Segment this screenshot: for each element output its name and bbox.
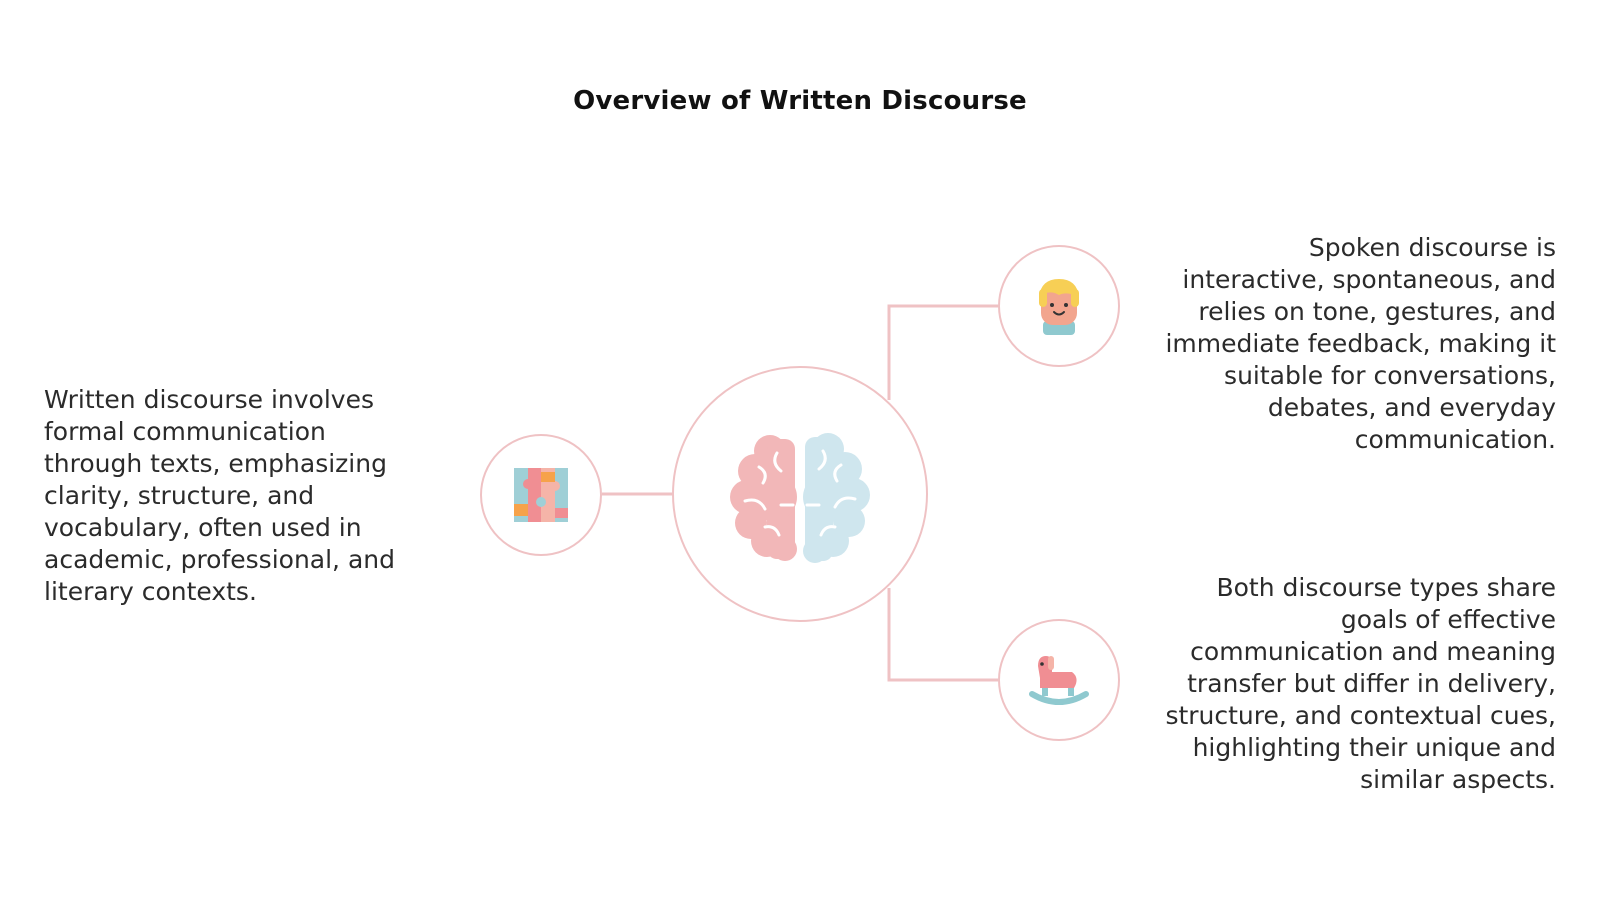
comparison-text: Both discourse types share goals of effe…	[1165, 573, 1556, 794]
spoken-discourse-text: Spoken discourse is interactive, spontan…	[1165, 233, 1556, 454]
connector-bottom-right	[887, 588, 998, 682]
left-node	[480, 434, 602, 556]
connector-top-right	[887, 304, 998, 400]
rocking-horse-icon	[1029, 656, 1089, 705]
top-right-node	[998, 245, 1120, 367]
brain-icon	[730, 433, 870, 563]
bottom-right-node	[998, 619, 1120, 741]
child-face-icon	[1039, 279, 1079, 335]
puzzle-icon	[514, 468, 568, 522]
page-title: Overview of Written Discourse	[573, 86, 1027, 116]
written-discourse-text: Written discourse involves formal commun…	[44, 385, 395, 606]
center-node	[672, 366, 928, 622]
